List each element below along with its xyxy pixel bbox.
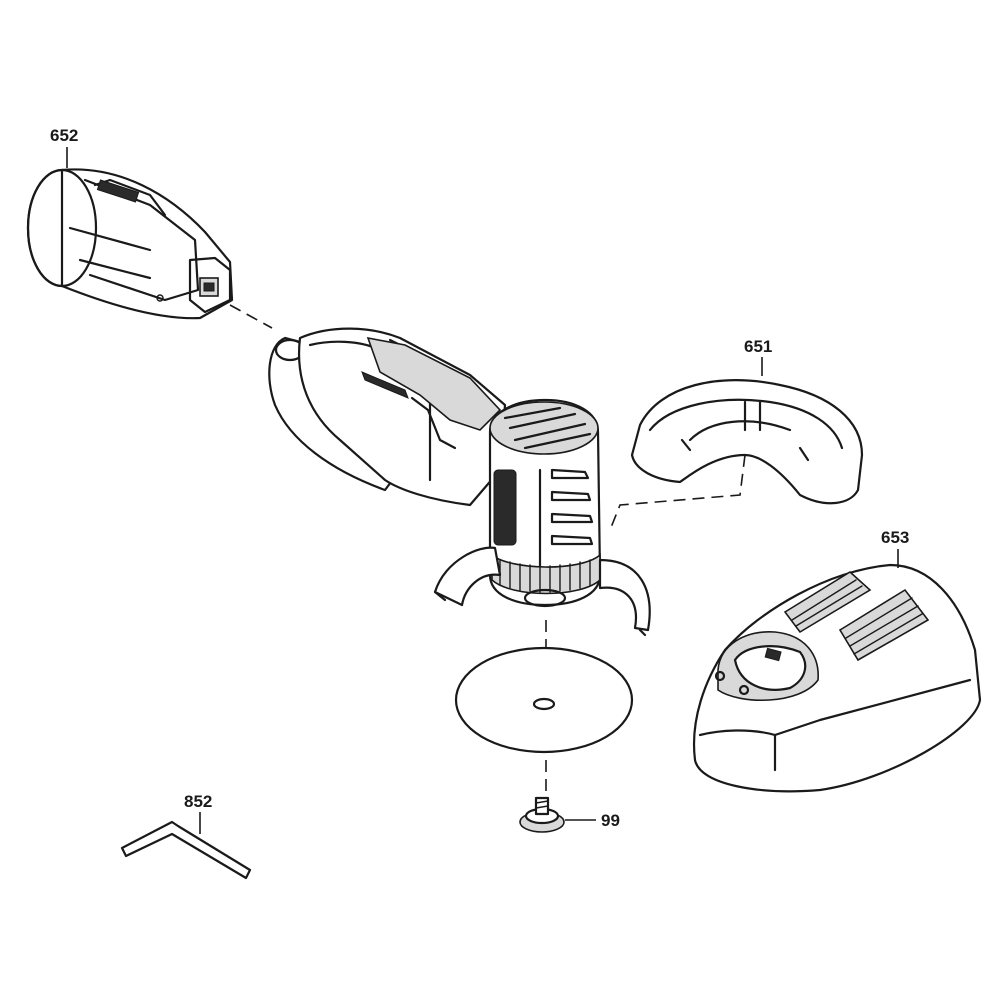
wheel-guard: [630, 379, 864, 505]
battery-charger: [693, 563, 982, 793]
cutting-disc: [454, 646, 634, 754]
callout-652: 652: [50, 126, 78, 145]
battery-pack: [26, 168, 234, 320]
hex-key: [120, 820, 252, 880]
arbor-screw: [519, 796, 565, 833]
battery-alignment-line: [229, 304, 273, 329]
grinder-tool: [268, 327, 651, 637]
guard-alignment-line: [609, 454, 746, 531]
callout-852: 852: [184, 792, 212, 811]
callout-653: 653: [881, 528, 909, 547]
callout-651: 651: [744, 337, 772, 356]
callout-99: 99: [601, 811, 620, 830]
